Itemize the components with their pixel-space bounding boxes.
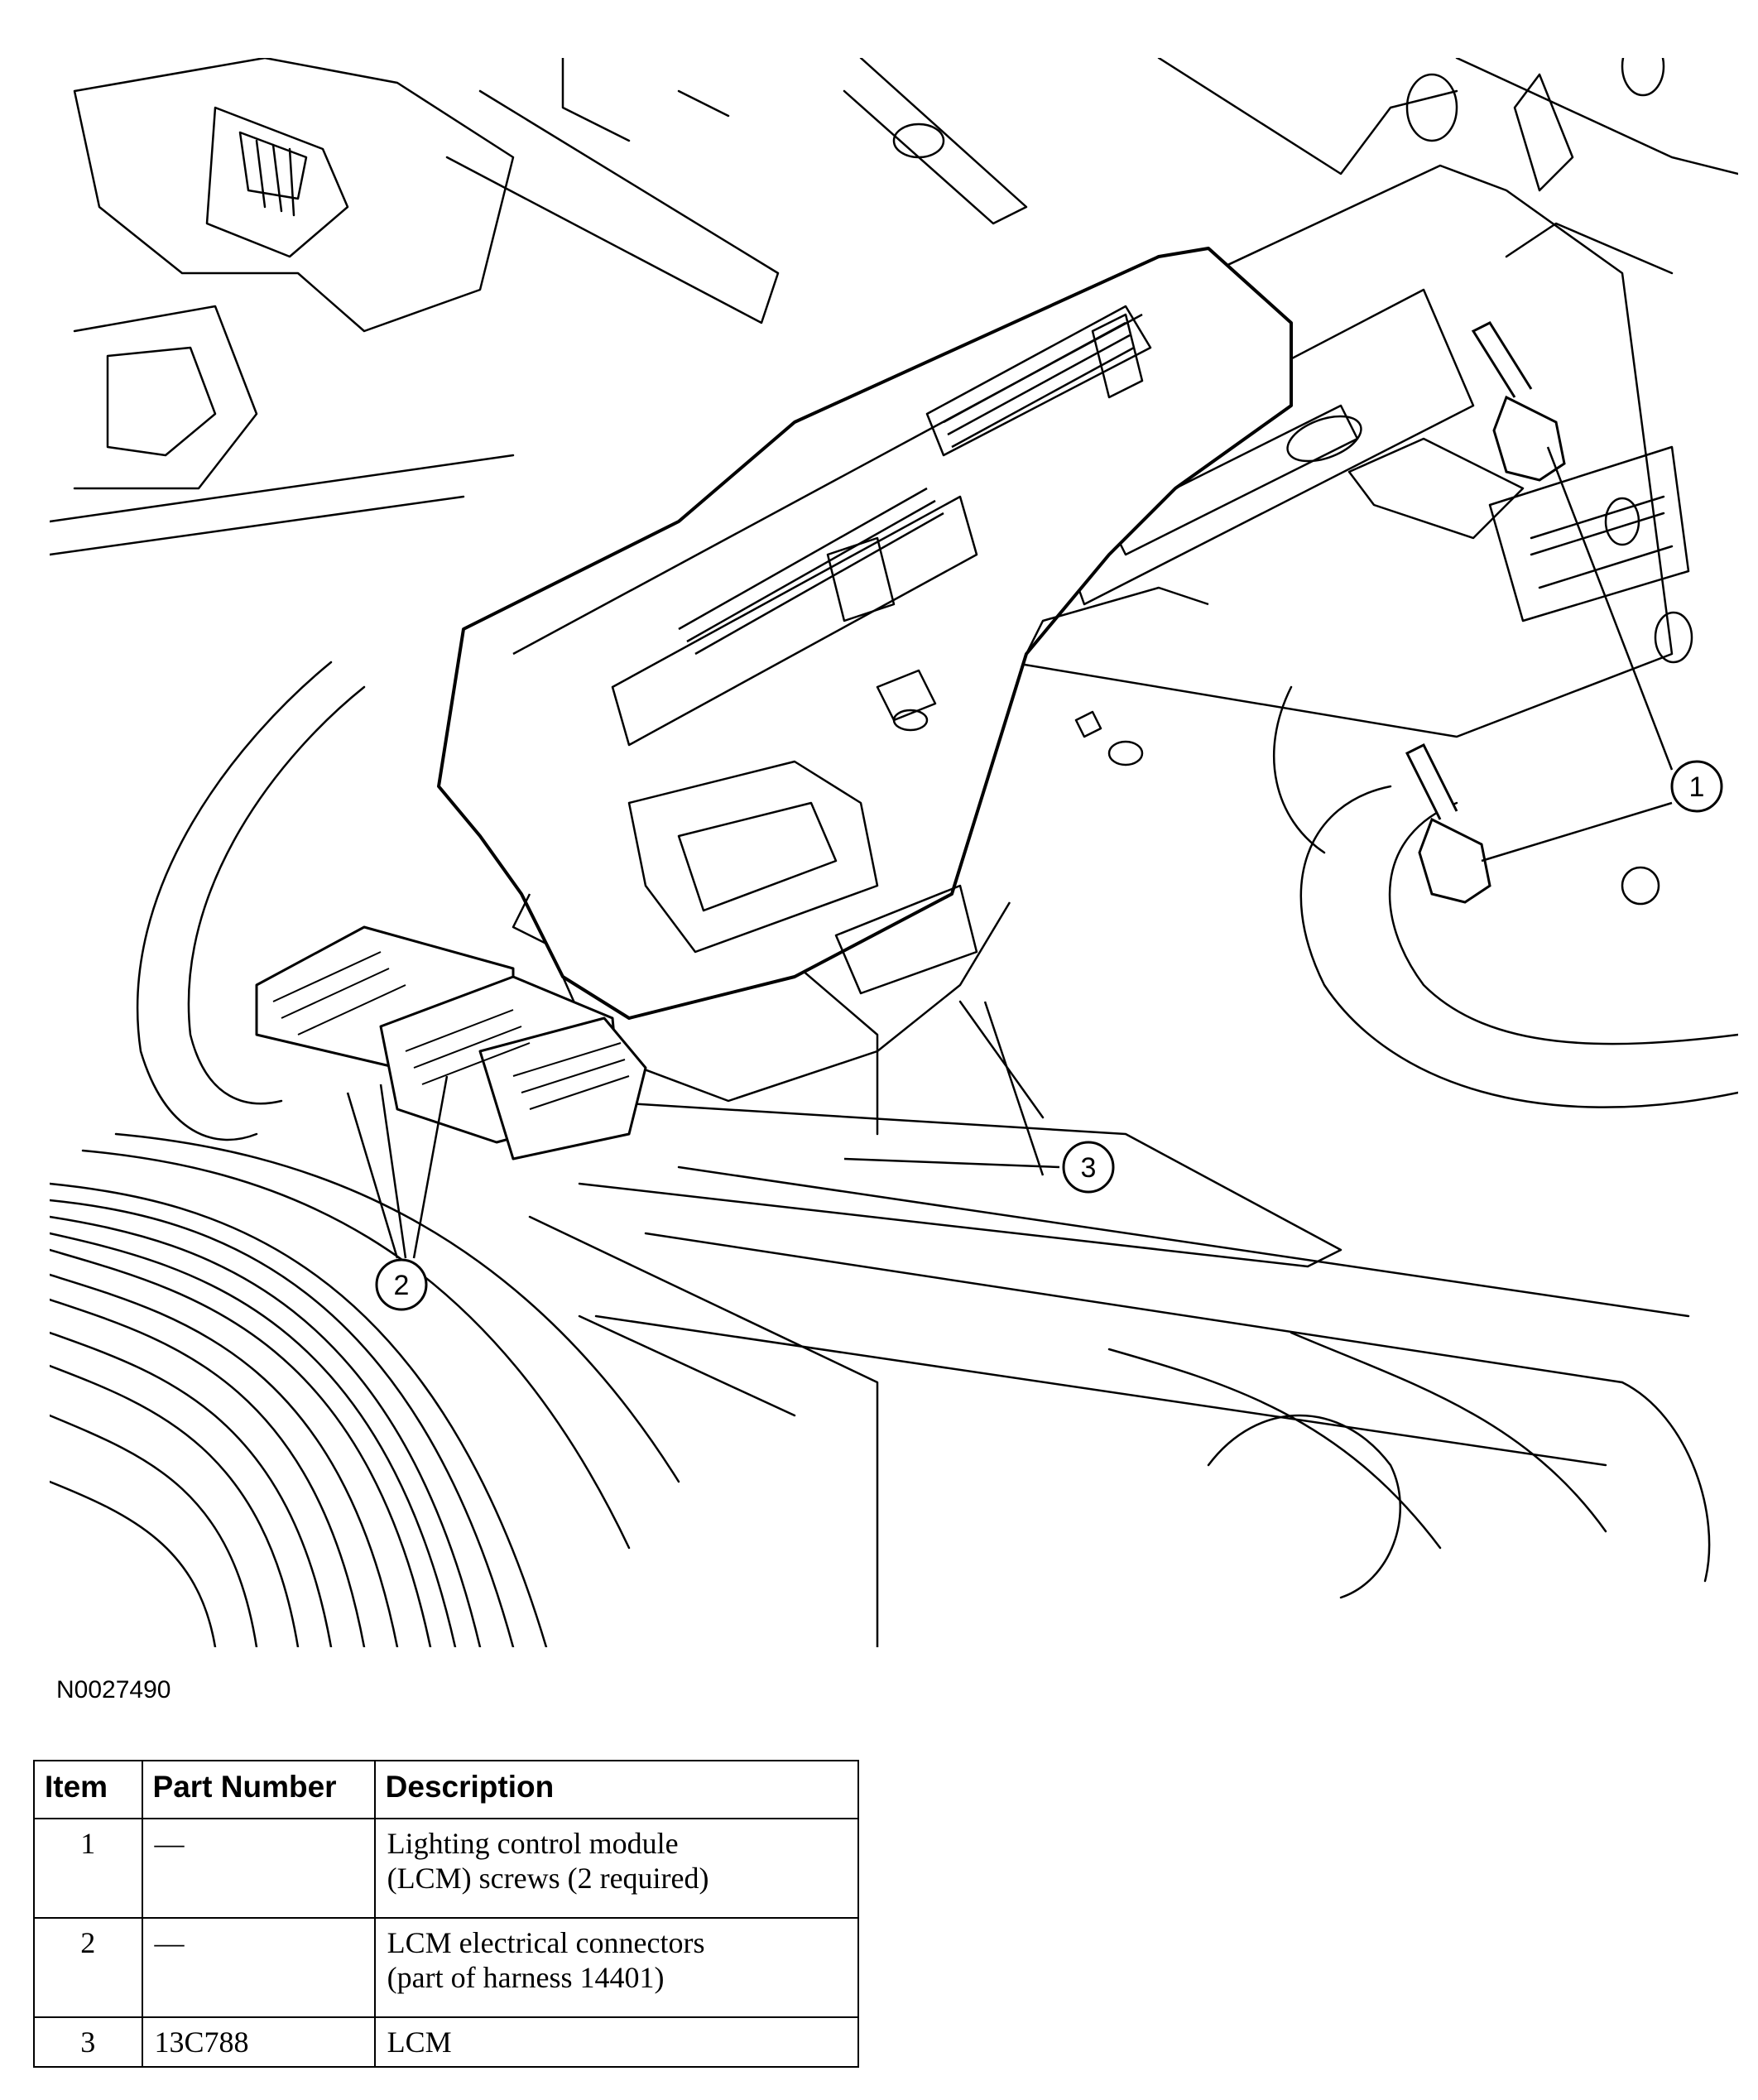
figure-code: N0027490	[56, 1676, 171, 1704]
header-item: Item	[33, 1760, 143, 1819]
description-cell: LCM electrical connectors (part of harne…	[373, 1917, 860, 2018]
lcm-screws	[1405, 321, 1566, 904]
description-line: LCM	[387, 2026, 452, 2059]
description-line: Lighting control module	[387, 1827, 679, 1860]
callout-3-label: 3	[1081, 1152, 1097, 1184]
table-row: 1 — Lighting control module (LCM) screws…	[33, 1818, 860, 1919]
callout-3: 3	[843, 1001, 1115, 1194]
wire-bundle	[50, 1132, 680, 1647]
wire-harness-loop	[136, 661, 333, 1141]
header-part-number: Part Number	[141, 1760, 376, 1819]
item-cell: 3	[33, 2016, 143, 2068]
description-line: (LCM) screws (2 required)	[387, 1862, 709, 1895]
item-cell: 2	[33, 1917, 143, 2018]
part-number-cell: —	[141, 1818, 376, 1919]
callout-2: 2	[346, 1075, 449, 1311]
table-row: 2 — LCM electrical connectors (part of h…	[33, 1917, 860, 2018]
mounting-bracket	[925, 164, 1674, 738]
description-cell: LCM	[373, 2016, 860, 2068]
header-description: Description	[373, 1760, 860, 1819]
lcm-module	[437, 247, 1293, 1020]
part-number-cell: —	[141, 1917, 376, 2018]
description-line: (part of harness 14401)	[387, 1961, 665, 1994]
description-line: LCM electrical connectors	[387, 1926, 705, 1959]
parts-table: Item Part Number Description 1 — Lightin…	[33, 1760, 860, 2068]
description-cell: Lighting control module (LCM) screws (2 …	[373, 1818, 860, 1919]
upper-left-bracket	[73, 58, 515, 333]
table-row: 3 13C788 LCM	[33, 2016, 860, 2068]
item-cell: 1	[33, 1818, 143, 1919]
part-number-cell: 13C788	[141, 2016, 376, 2068]
callout-2-label: 2	[394, 1270, 410, 1301]
table-header-row: Item Part Number Description	[33, 1760, 860, 1819]
callout-1-label: 1	[1689, 771, 1705, 803]
lcm-illustration: 1 2 3	[50, 58, 1738, 1647]
lcm-electrical-connectors	[255, 925, 647, 1161]
callout-1: 1	[1481, 446, 1723, 863]
